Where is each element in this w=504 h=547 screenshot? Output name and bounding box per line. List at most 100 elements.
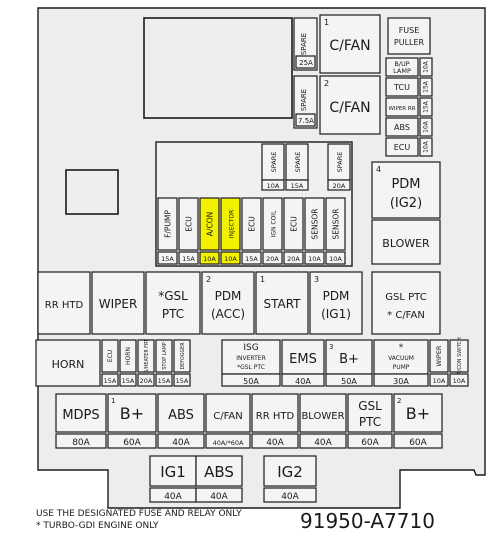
fuse-label: C/FAN (213, 411, 243, 422)
mini-fuse-amp: 10A (423, 120, 430, 133)
mini-fuse-amp: 10A (329, 255, 342, 263)
fuse-label: MDPS (62, 408, 99, 423)
fuse-label-line1: * (399, 343, 404, 353)
relay-label-line2: PTC (162, 307, 184, 321)
mini-fuse-label: DEFOGGER (180, 342, 186, 370)
fuse-puller[interactable]: FUSE PULLER (387, 17, 431, 55)
mini-fuse-label: A/CON (206, 212, 215, 236)
spare-amp: 15A (291, 182, 304, 190)
relay-cfan-2[interactable]: 2 C/FAN (319, 75, 381, 135)
mini-fuse[interactable]: ABS 10A (385, 117, 433, 137)
spare-label: SPARE (270, 152, 278, 173)
relay-index: 2 (324, 79, 329, 88)
relay-label-line1: PDM (215, 289, 242, 303)
relay-label: BLOWER (382, 237, 430, 250)
mini-fuse-label: IGN COIL (271, 210, 278, 237)
relay-index: 3 (314, 275, 319, 284)
fuse-label: B+ (120, 404, 144, 423)
relay[interactable]: GSL PTC* C/FAN (371, 271, 441, 335)
mini-fuse-label: INJECTOR (229, 210, 236, 239)
relay-label: START (263, 297, 301, 311)
mini-fuse-amp: 15A (423, 100, 430, 113)
mini-fuse[interactable]: DEFOGGER 15A (173, 339, 191, 387)
mini-fuse[interactable]: WIPER RR 15A (385, 97, 433, 117)
relay-label: RR HTD (45, 300, 84, 311)
fuse-label-line3: *GSL PTC (237, 364, 265, 371)
mini-fuse-label: ECU (290, 216, 299, 231)
relay-horn[interactable]: HORN (35, 339, 101, 387)
relay-pdm-ig2[interactable]: 4 PDM (IG2) (371, 161, 441, 219)
mini-fuse-label: ECU (394, 143, 411, 152)
fuse[interactable]: 1B+60A (107, 393, 157, 449)
fuse-label: ABS (168, 408, 194, 423)
fuse-amp: 40A (314, 438, 332, 448)
fuse-amp: 30A (393, 377, 409, 386)
mini-fuse-label: B/UP (394, 60, 409, 68)
fuse-label: B+ (406, 404, 430, 423)
relay-label-line1: *GSL (158, 289, 188, 303)
relay-blower[interactable]: BLOWER (371, 219, 441, 265)
top-spare-fuse[interactable]: SPARE 7.5A (293, 75, 318, 129)
fuse-label: B+ (339, 352, 359, 367)
top-spare-fuse[interactable]: SPARE 25A (293, 17, 318, 71)
mini-fuse-amp: 15A (245, 255, 258, 263)
relay-label-line2: (IG2) (390, 196, 422, 211)
fuse[interactable]: 3B+50A (325, 339, 373, 387)
relay-label-line1: GSL PTC (385, 292, 426, 303)
mini-fuse-amp: 15A (176, 377, 189, 385)
mini-fuse[interactable]: INJECTOR 10A (220, 197, 241, 265)
fuse-amp: 40A (164, 492, 182, 502)
relay[interactable]: *GSL PTC (145, 271, 201, 335)
fuse-index: 3 (329, 343, 333, 351)
relay[interactable]: RR HTD (37, 271, 91, 335)
fuse-puller-line2: PULLER (394, 38, 425, 47)
mini-fuse-label: ABS (394, 123, 410, 132)
mini-fuse-label: WIPER RR (388, 106, 415, 112)
fuse[interactable]: 2B+60A (393, 393, 443, 449)
relay-cfan-1[interactable]: 1 C/FAN (319, 14, 381, 74)
mini-fuse-amp: 10A (453, 377, 466, 385)
top-spare-amp: 25A (299, 59, 313, 67)
mini-fuse-amp: 10A (224, 255, 237, 263)
relay[interactable]: WIPER (91, 271, 145, 335)
